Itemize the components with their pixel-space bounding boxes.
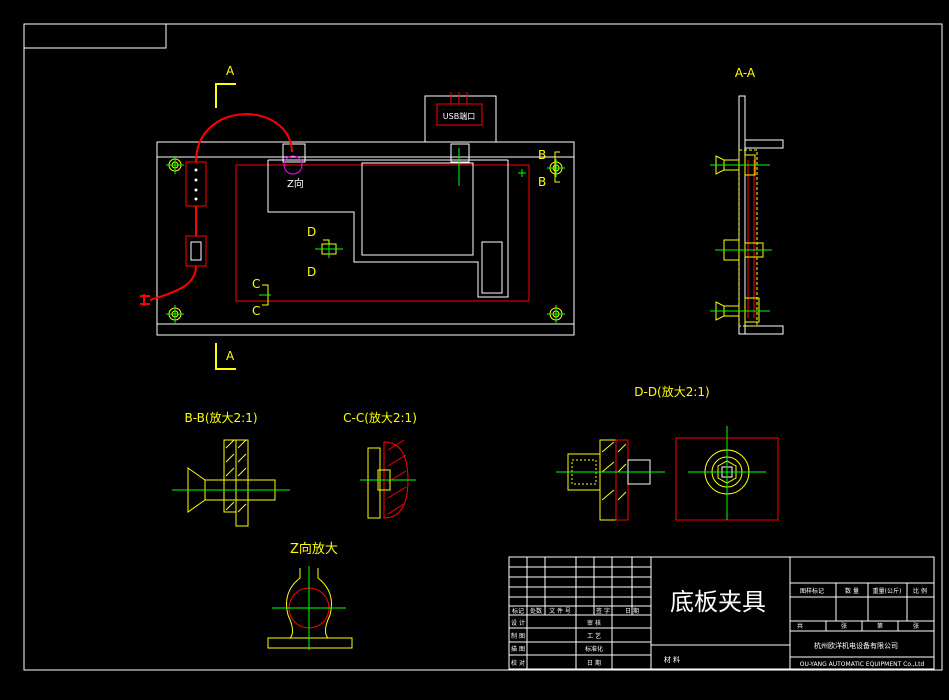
view-dd: D-D(放大2:1) xyxy=(556,384,779,521)
view-bb: B-B(放大2:1) xyxy=(172,410,290,527)
tb-role-0-left: 设 计 xyxy=(511,619,525,627)
dd-hatching xyxy=(601,441,627,501)
usb-housing xyxy=(424,95,497,143)
drawing-frame xyxy=(23,23,943,671)
section-c-top-label: C xyxy=(252,277,260,291)
company-name-cn: 杭州欧洋机电设备有限公司 xyxy=(814,641,898,650)
bb-hatching xyxy=(225,439,247,513)
bb-plate xyxy=(223,439,237,513)
view-z-title: Z向放大 xyxy=(290,541,338,557)
aa-hatch xyxy=(738,149,758,327)
view-bb-title: B-B(放大2:1) xyxy=(184,410,257,425)
section-b-bottom-label: B xyxy=(538,175,546,189)
pcb-pocket xyxy=(235,164,530,302)
view-dd-title: D-D(放大2:1) xyxy=(634,384,710,399)
inner-step xyxy=(361,162,474,256)
b-cut-mark xyxy=(554,151,560,183)
usb-label: USB端口 xyxy=(443,111,475,121)
section-b-top-label: B xyxy=(538,148,546,162)
tb-sheet-1: 张 xyxy=(841,622,847,630)
cc-plate xyxy=(367,447,381,519)
corner-bolt-br xyxy=(547,305,565,323)
view-cc: C-C(放大2:1) xyxy=(343,410,417,519)
a-cut-mark-bottom xyxy=(215,343,236,370)
cable-plug-lead xyxy=(149,265,197,301)
section-c-bottom-label: C xyxy=(252,304,260,318)
company-name-en: OU-YANG AUTOMATIC EQUIPMENT Co.,Ltd xyxy=(800,661,925,668)
aa-bottom-flange xyxy=(744,325,784,335)
section-a-top-label: A xyxy=(226,64,235,78)
switch-dot-3 xyxy=(194,188,198,192)
tb-role-2-right: 标准化 xyxy=(585,645,603,653)
tb-header-3: 签 字 xyxy=(596,607,610,615)
section-a-bottom-label: A xyxy=(226,349,235,363)
tb-header-1: 处数 xyxy=(530,607,542,615)
tb-info-1: 数 量 xyxy=(845,587,859,595)
tb-sheet-0: 共 xyxy=(797,622,803,630)
aa-bumper-bottom xyxy=(710,297,770,323)
tb-role-3-left: 校 对 xyxy=(511,659,525,667)
clamp-z xyxy=(282,143,306,163)
plug-icon xyxy=(140,294,150,306)
tb-role-2-left: 描 图 xyxy=(511,645,525,653)
section-d-top-label: D xyxy=(307,225,316,239)
aa-plate xyxy=(738,95,746,335)
bb-plate-2 xyxy=(235,439,249,527)
cable-loop xyxy=(195,113,293,163)
tb-sheet-2: 第 xyxy=(877,622,883,630)
tb-info-0: 图样标记 xyxy=(800,587,824,595)
tb-sheet-3: 张 xyxy=(913,622,919,630)
aa-top-flange xyxy=(744,139,784,149)
tb-header-2: 文 件 号 xyxy=(549,607,571,615)
dd-pcb xyxy=(615,439,629,521)
base-plate xyxy=(156,141,575,336)
stepped-cutout xyxy=(267,160,509,298)
tb-role-3-right: 日 期 xyxy=(587,659,601,667)
main-plan-view: USB端口 Z向 xyxy=(140,64,575,370)
title-block-frame xyxy=(508,556,935,670)
view-z: Z向放大 xyxy=(267,541,353,650)
tb-role-0-right: 审 核 xyxy=(587,619,601,627)
corner-bolt-tr xyxy=(547,159,565,177)
connector-body xyxy=(190,241,202,261)
connector-module xyxy=(185,235,207,267)
tb-info-3: 比 例 xyxy=(913,587,927,595)
tb-role-1-left: 制 图 xyxy=(511,632,525,640)
tb-header-0: 标记 xyxy=(512,607,524,615)
cc-hatching xyxy=(387,439,407,515)
tb-header-4: 日 期 xyxy=(625,607,639,615)
z-base xyxy=(267,637,353,649)
material-label: 材 料 xyxy=(664,655,680,664)
switch-dot-1 xyxy=(194,168,198,172)
view-aa-title: A-A xyxy=(735,66,756,80)
tb-info-2: 重量(公斤) xyxy=(873,587,902,595)
d-cut-mark-top xyxy=(323,239,330,244)
z-marker-label: Z向 xyxy=(287,177,304,190)
view-cc-title: C-C(放大2:1) xyxy=(343,410,417,425)
view-aa: A-A xyxy=(710,66,784,335)
tb-role-1-right: 工 艺 xyxy=(587,632,601,640)
aa-bumper-mid xyxy=(715,239,772,261)
switch-dot-4 xyxy=(194,197,198,201)
corner-bolt-tl xyxy=(166,156,184,174)
corner-bolt-bl xyxy=(166,305,184,323)
switch-dot-2 xyxy=(194,178,198,182)
corner-code-box xyxy=(23,23,167,49)
a-cut-mark-top xyxy=(215,83,236,108)
z-detail-circle xyxy=(283,155,303,175)
aa-bumper-top xyxy=(710,154,770,176)
slot-cutout xyxy=(481,241,503,294)
drawing-title: 底板夹具 xyxy=(670,588,766,616)
section-d-bottom-label: D xyxy=(307,265,316,279)
title-block: 标记 处数 文 件 号 签 字 日 期 设 计 审 核 制 图 工 艺 描 图 … xyxy=(508,556,935,670)
clamp-usb xyxy=(450,143,470,163)
